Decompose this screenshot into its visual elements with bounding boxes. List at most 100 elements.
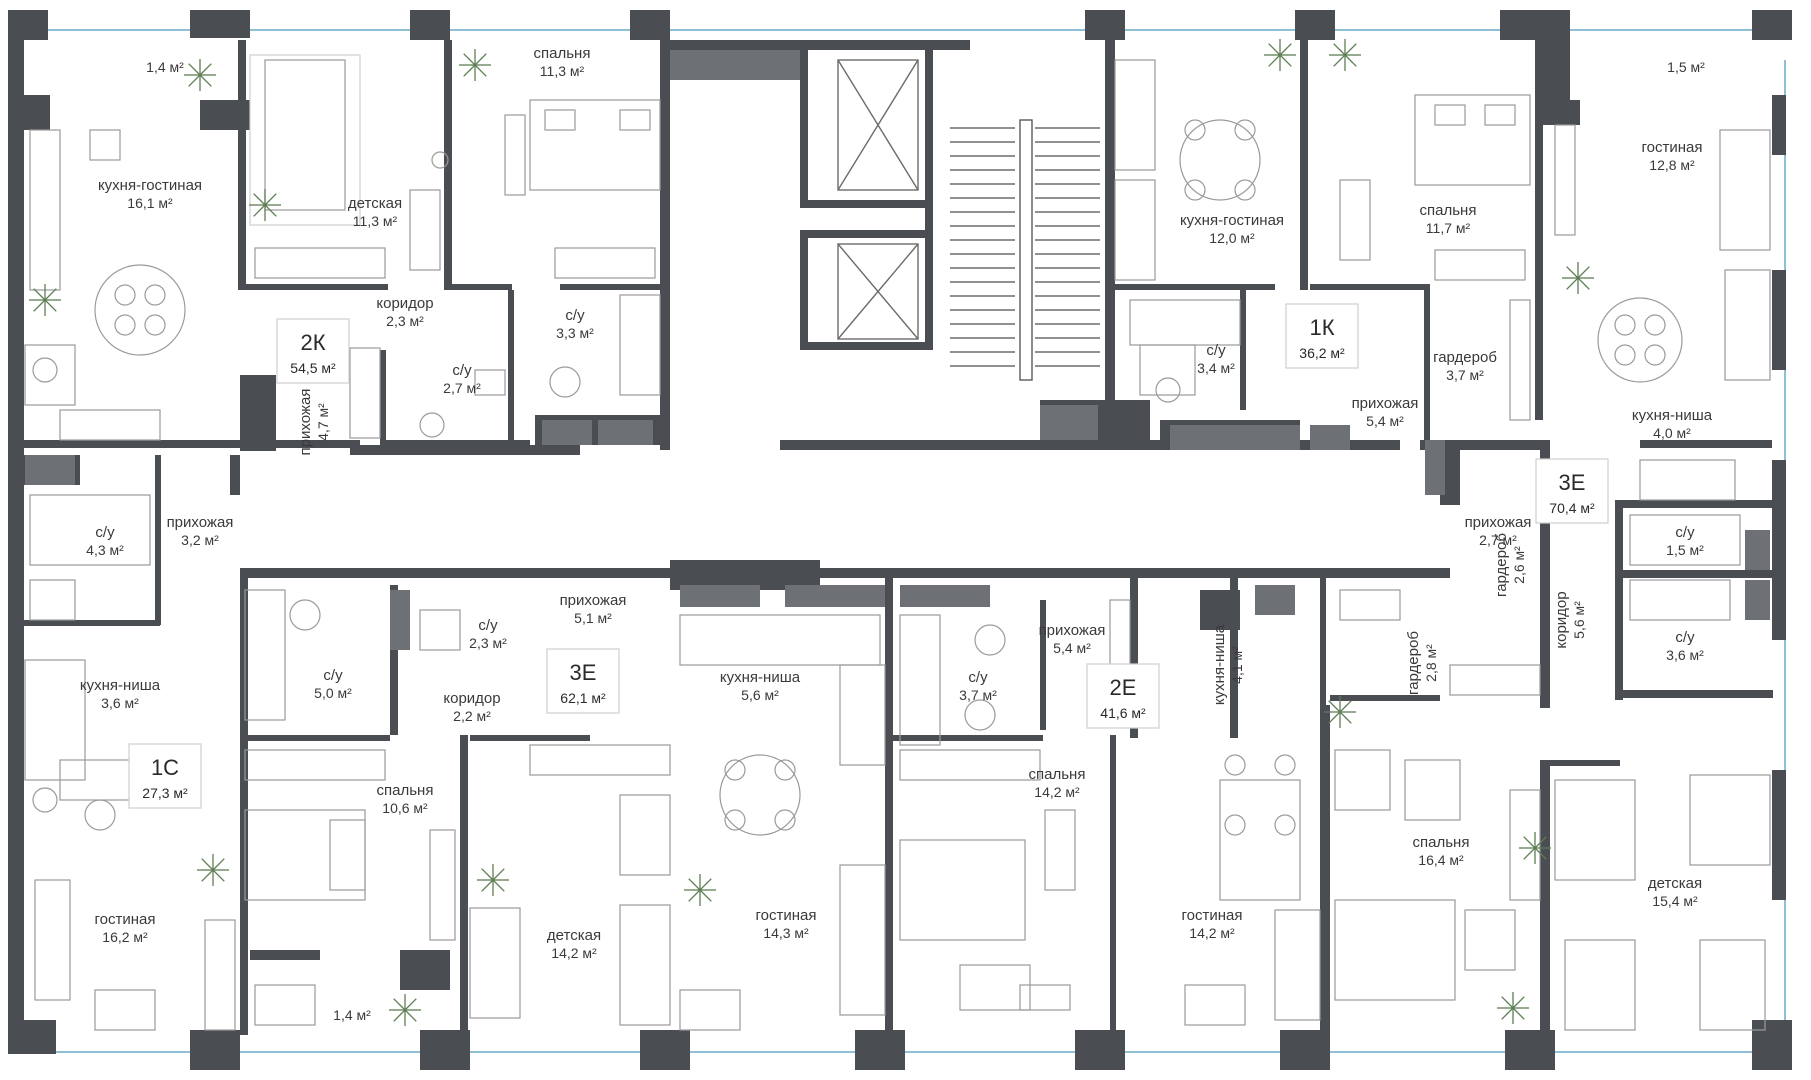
- room-area: 3,4 м²: [1197, 360, 1235, 376]
- apartment-code: 1С: [151, 755, 179, 780]
- room-label: 1,4 м²: [333, 1007, 371, 1023]
- room-area: 15,4 м²: [1652, 893, 1698, 909]
- plant-icon: [477, 864, 509, 896]
- room-label: с/у4,3 м²: [86, 524, 124, 558]
- elevator-shafts: [837, 59, 919, 340]
- exterior-walls: [8, 10, 1792, 1070]
- room-name: кухня-гостиная: [1180, 212, 1284, 229]
- plant-icon: [184, 59, 216, 91]
- room-area: 10,6 м²: [382, 800, 428, 816]
- room-name: детская: [348, 195, 402, 212]
- room-name: гардероб: [1405, 631, 1422, 695]
- room-name: с/у: [968, 669, 988, 686]
- room-name: прихожая: [167, 514, 234, 531]
- room-area: 4,1 м²: [1229, 646, 1245, 684]
- room-name: гардероб: [1493, 533, 1510, 597]
- plant-icon: [684, 874, 716, 906]
- apartment-badge-frame: [1285, 303, 1359, 369]
- apartment-badge-frame: [276, 318, 350, 384]
- room-label: с/у2,3 м²: [469, 617, 507, 651]
- room-name: спальня: [1029, 766, 1086, 783]
- service-blocks: [25, 50, 1770, 650]
- room-area: 3,6 м²: [101, 695, 139, 711]
- room-area: 14,3 м²: [763, 925, 809, 941]
- room-name: кухня-ниша: [80, 677, 161, 694]
- room-area: 1,5 м²: [1666, 542, 1704, 558]
- room-area: 2,6 м²: [1511, 546, 1527, 584]
- apartment-badge-frame: [128, 743, 202, 809]
- room-name: прихожая: [560, 592, 627, 609]
- room-area: 4,0 м²: [1653, 425, 1691, 441]
- room-area: 14,2 м²: [1189, 925, 1235, 941]
- room-name: с/у: [452, 362, 472, 379]
- room-name: коридор: [376, 295, 433, 312]
- room-area: 1,4 м²: [333, 1007, 371, 1023]
- room-label: 1,5 м²: [1667, 59, 1705, 75]
- room-area: 16,4 м²: [1418, 852, 1464, 868]
- room-name: с/у: [95, 524, 115, 541]
- apartment-badge-frame: [546, 648, 620, 714]
- furniture: [24, 54, 1771, 1031]
- room-label: с/у2,7 м²: [443, 362, 481, 396]
- room-area: 1,5 м²: [1667, 59, 1705, 75]
- apartment-code: 1К: [1309, 315, 1334, 340]
- room-name: гостиная: [1182, 907, 1243, 924]
- room-area: 12,8 м²: [1649, 157, 1695, 173]
- room-name: кухня-ниша: [1211, 624, 1228, 705]
- room-label: с/у5,0 м²: [314, 667, 352, 701]
- room-area: 4,3 м²: [86, 542, 124, 558]
- room-area: 5,4 м²: [1053, 640, 1091, 656]
- room-name: кухня-гостиная: [98, 177, 202, 194]
- room-area: 2,7 м²: [1479, 532, 1517, 548]
- room-name: прихожая: [1352, 395, 1419, 412]
- room-name: спальня: [377, 782, 434, 799]
- room-area: 2,3 м²: [386, 313, 424, 329]
- room-area: 11,3 м²: [353, 213, 398, 229]
- apartment-badge-frame: [1535, 458, 1609, 524]
- plant-icon: [389, 994, 421, 1026]
- room-area: 11,3 м²: [540, 63, 585, 79]
- room-name: прихожая: [1465, 514, 1532, 531]
- room-area: 2,7 м²: [443, 380, 481, 396]
- room-name: с/у: [1206, 342, 1226, 359]
- apartment-badge: 1К 36,2 м²: [1285, 303, 1359, 369]
- room-name: кухня-ниша: [720, 669, 801, 686]
- room-name: кухня-ниша: [1632, 407, 1713, 424]
- plant-icon: [1264, 39, 1296, 71]
- apartment-code: 2К: [300, 330, 325, 355]
- apartment-code: 3Е: [1559, 470, 1586, 495]
- room-label: с/у3,6 м²: [1666, 629, 1704, 663]
- room-name: с/у: [565, 307, 585, 324]
- room-name: с/у: [478, 617, 498, 634]
- room-area: 2,2 м²: [453, 708, 491, 724]
- room-area: 5,6 м²: [741, 687, 779, 703]
- room-name: прихожая: [1039, 622, 1106, 639]
- room-name: детская: [547, 927, 601, 944]
- room-name: с/у: [323, 667, 343, 684]
- plant-icon: [1562, 262, 1594, 294]
- plant-icon: [29, 284, 61, 316]
- staircase: [950, 119, 1100, 381]
- room-name: спальня: [534, 45, 591, 62]
- apartment-area: 36,2 м²: [1299, 345, 1345, 361]
- room-area: 14,2 м²: [551, 945, 597, 961]
- room-area: 12,0 м²: [1209, 230, 1255, 246]
- plant-icon: [1497, 992, 1529, 1024]
